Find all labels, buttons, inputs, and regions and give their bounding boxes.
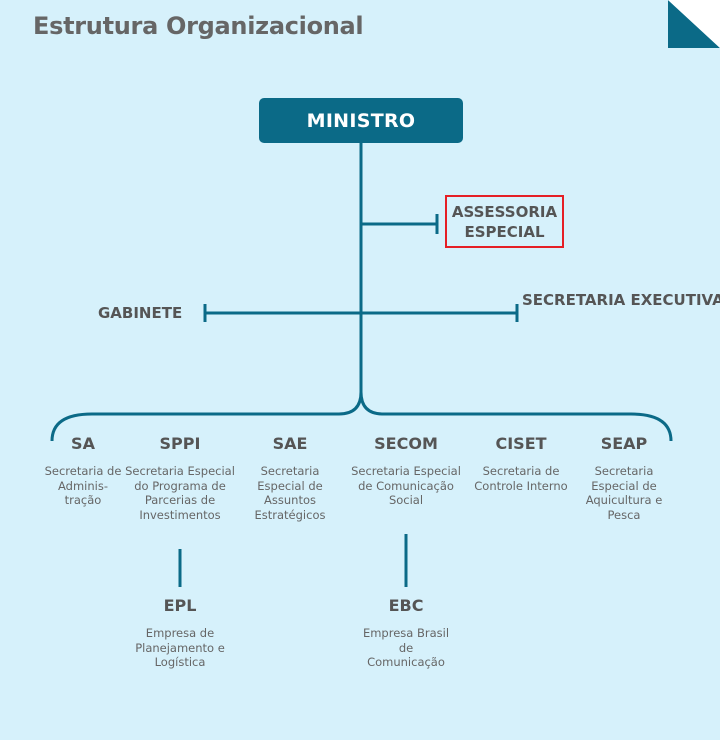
unit-abbr: EBC <box>388 596 424 615</box>
unit-abbr: SA <box>71 434 95 453</box>
unit-secom: SECOM Secretaria Especial de Comunicação… <box>351 434 461 508</box>
unit-abbr: EPL <box>163 596 197 615</box>
unit-abbr: CISET <box>495 434 547 453</box>
unit-description: Secretaria de Adminis-tração <box>44 464 122 507</box>
unit-description: Secretaria de Controle Interno <box>474 464 568 493</box>
secretaria-executiva-node: SECRETARIA EXECUTIVA <box>522 291 720 309</box>
unit-abbr: SAE <box>272 434 308 453</box>
minister-node: MINISTRO <box>259 98 463 143</box>
unit-description: Empresa Brasil de Comunicação <box>362 626 450 669</box>
gabinete-node: GABINETE <box>98 304 183 322</box>
unit-sae: SAE Secretaria Especial de Assuntos Estr… <box>235 434 345 522</box>
assessoria-especial-node: ASSESSORIA ESPECIAL <box>445 195 564 248</box>
unit-description: Secretaria Especial de Comunicação Socia… <box>351 464 461 507</box>
unit-sa: SA Secretaria de Adminis-tração <box>28 434 138 508</box>
unit-description: Empresa de Planejamento e Logística <box>135 626 225 669</box>
units-bracket <box>50 391 673 442</box>
unit-sppi: SPPI Secretaria Especial do Programa de … <box>125 434 235 522</box>
unit-abbr: SEAP <box>600 434 648 453</box>
page-title: Estrutura Organizacional <box>33 12 364 40</box>
unit-description: Secretaria Especial do Programa de Parce… <box>125 464 235 522</box>
unit-abbr: SECOM <box>374 434 438 453</box>
unit-ciset: CISET Secretaria de Controle Interno <box>466 434 576 493</box>
unit-seap: SEAP Secretaria Especial de Aquicultura … <box>569 434 679 522</box>
unit-abbr: SPPI <box>159 434 201 453</box>
unit-description: Secretaria Especial de Aquicultura e Pes… <box>585 464 663 522</box>
sub-unit-epl: EPL Empresa de Planejamento e Logística <box>125 596 235 670</box>
page-corner-fold-icon <box>668 0 720 48</box>
sub-unit-ebc: EBC Empresa Brasil de Comunicação <box>351 596 461 670</box>
unit-description: Secretaria Especial de Assuntos Estratég… <box>254 464 326 522</box>
